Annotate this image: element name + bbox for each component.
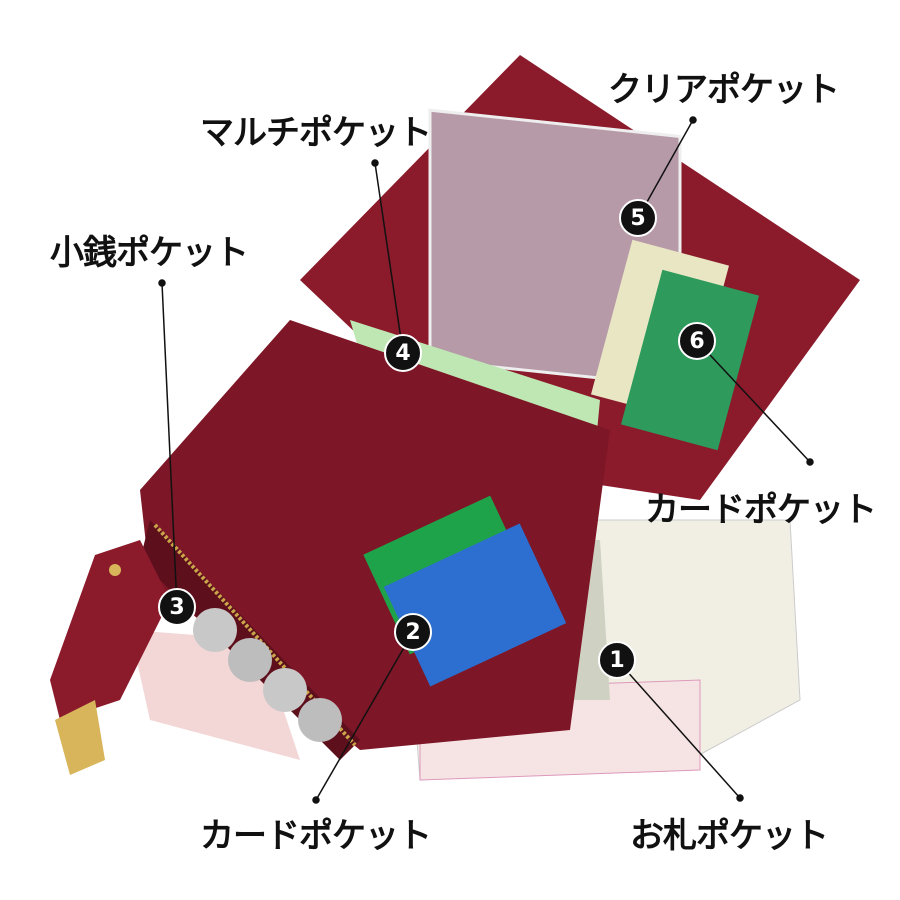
label-bill-pocket: お札ポケット — [630, 816, 829, 856]
badge-2: 2 — [394, 613, 432, 651]
badge-3: 3 — [158, 588, 196, 626]
label-clear-pocket: クリアポケット — [608, 70, 840, 110]
badge-5: 5 — [619, 199, 657, 237]
badge-4: 4 — [384, 334, 422, 372]
badge-6: 6 — [678, 322, 716, 360]
label-multi-pocket: マルチポケット — [200, 113, 432, 153]
wallet-strap — [50, 540, 170, 720]
badge-1: 1 — [598, 641, 636, 679]
label-card-pocket-inner: カードポケット — [645, 490, 877, 530]
label-card-pocket-front: カードポケット — [200, 816, 432, 856]
label-coin-pocket: 小銭ポケット — [50, 233, 249, 273]
